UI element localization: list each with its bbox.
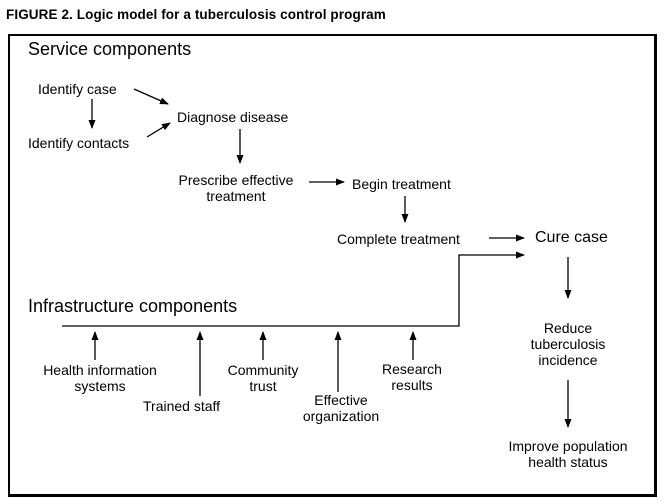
node-improve-population-health-status: Improve population health status [508,438,628,470]
diagram-box [8,34,657,497]
node-prescribe-effective-treatment: Prescribe effective treatment [178,172,294,204]
node-diagnose-disease: Diagnose disease [177,109,289,125]
node-health-information-systems: Health information systems [43,362,157,394]
figure-caption: FIGURE 2. Logic model for a tuberculosis… [6,7,386,22]
service-components-heading: Service components [28,39,192,59]
infrastructure-components-heading: Infrastructure components [28,296,238,316]
node-trained-staff: Trained staff [143,398,221,414]
node-research-results: Research results [382,361,442,393]
node-identify-contacts: Identify contacts [28,135,130,151]
node-begin-treatment: Begin treatment [352,176,451,192]
node-complete-treatment: Complete treatment [337,231,460,247]
node-cure-case: Cure case [535,229,608,246]
node-effective-organization: Effective organization [302,392,380,424]
node-reduce-tuberculosis-incidence: Reduce tuberculosis incidence [530,320,606,368]
node-community-trust: Community trust [227,362,299,394]
node-identify-case: Identify case [38,81,117,97]
